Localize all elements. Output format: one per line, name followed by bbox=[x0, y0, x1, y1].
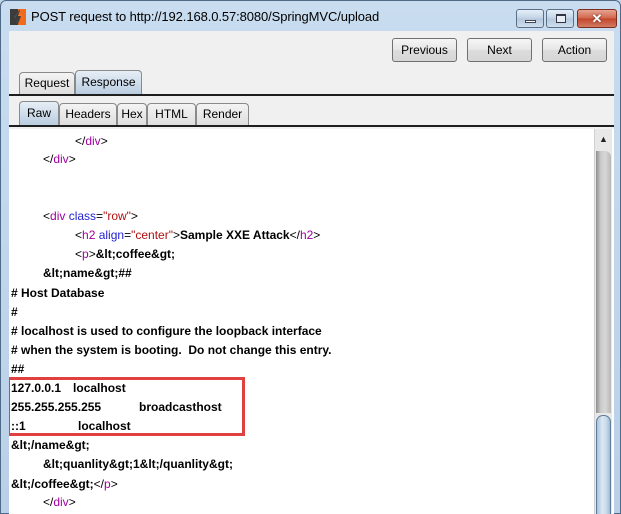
title-bar[interactable]: POST request to http://192.168.0.57:8080… bbox=[1, 1, 620, 31]
next-button[interactable]: Next bbox=[467, 38, 532, 62]
code-line: # when the system is booting. Do not cha… bbox=[11, 343, 332, 357]
tab-render[interactable]: Render bbox=[196, 103, 249, 125]
code-line: # localhost is used to configure the loo… bbox=[11, 324, 322, 338]
scroll-up-arrow-icon[interactable]: ▲ bbox=[599, 134, 608, 144]
code-line: </div> bbox=[43, 152, 76, 166]
maximize-button[interactable] bbox=[546, 9, 574, 28]
tab-hex[interactable]: Hex bbox=[117, 103, 147, 125]
view-mode-tabs: Raw Headers Hex HTML Render bbox=[9, 101, 614, 127]
request-response-tabs: Request Response bbox=[9, 70, 614, 96]
action-button[interactable]: Action bbox=[542, 38, 607, 62]
code-line: &lt;name&gt;## bbox=[43, 266, 132, 280]
minimize-icon bbox=[525, 20, 536, 23]
response-raw-editor[interactable]: </div> </div> <div class="row"> <h2 alig… bbox=[9, 129, 614, 514]
code-line: # Host Database bbox=[11, 286, 105, 300]
burp-lightning-icon bbox=[10, 9, 26, 25]
tab-response[interactable]: Response bbox=[75, 70, 142, 94]
vertical-scrollbar[interactable]: ▲ bbox=[594, 129, 612, 514]
tab-divider bbox=[9, 94, 614, 96]
minimize-button[interactable] bbox=[516, 9, 544, 28]
tab-divider bbox=[9, 125, 614, 127]
code-line: <div class="row"> bbox=[43, 209, 138, 223]
highlight-box bbox=[9, 377, 245, 436]
code-line: <p>&lt;coffee&gt; bbox=[75, 247, 176, 261]
previous-button[interactable]: Previous bbox=[392, 38, 457, 62]
code-line: &lt;/coffee&gt;</p> bbox=[11, 477, 118, 491]
tab-html[interactable]: HTML bbox=[147, 103, 196, 125]
code-line: &lt;quanlity&gt;1&lt;/quanlity&gt; bbox=[43, 457, 233, 471]
maximize-icon bbox=[556, 14, 566, 23]
close-button[interactable]: ✕ bbox=[577, 9, 617, 28]
scroll-thumb[interactable] bbox=[596, 415, 611, 514]
tab-raw[interactable]: Raw bbox=[19, 101, 59, 125]
code-line: ## bbox=[11, 362, 25, 376]
code-line: </div> bbox=[43, 495, 76, 509]
window-content: Previous Next Action Request Response Ra… bbox=[9, 31, 614, 514]
window-title: POST request to http://192.168.0.57:8080… bbox=[31, 9, 380, 24]
code-line: <h2 align="center">Sample XXE Attack</h2… bbox=[75, 228, 321, 242]
scroll-track[interactable] bbox=[596, 151, 611, 413]
close-icon: ✕ bbox=[591, 11, 603, 26]
tab-headers[interactable]: Headers bbox=[59, 103, 117, 125]
code-line: </div> bbox=[75, 134, 108, 148]
code-line: # bbox=[11, 305, 18, 319]
code-line: &lt;/name&gt; bbox=[11, 438, 90, 452]
tab-request[interactable]: Request bbox=[19, 72, 75, 94]
